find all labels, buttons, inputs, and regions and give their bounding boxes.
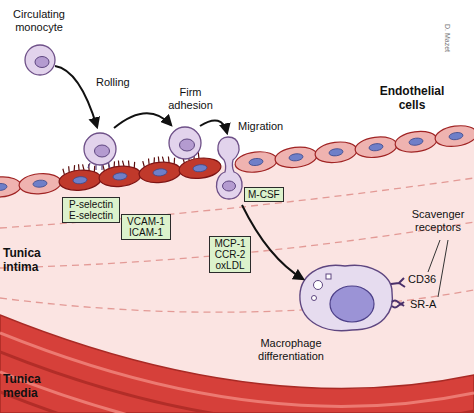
growth-factor-box: M-CSF [244,187,284,202]
cell-nucleus [330,286,374,322]
cell-body [169,127,201,159]
stage-label: Rolling [96,76,130,89]
circulating-monocyte [25,45,55,75]
adherent-monocyte [169,127,201,159]
cell-nucleus [73,176,88,184]
cell-body [234,150,278,175]
process-arrow [200,120,227,133]
cell-nucleus [249,158,264,167]
cell-body [58,168,102,192]
adhesion-molecule-box: P-selectin E-selectin [62,197,120,223]
cell-body [314,140,358,165]
cell-nucleus [33,180,48,188]
cell-body [274,145,318,170]
smooth-muscle-stripe [0,352,474,413]
endothelial-cell [18,172,62,196]
molecule-name: VCAM-1 ICAM-1 [125,216,167,238]
cell-nucleus [180,139,195,151]
cell-body [434,123,474,149]
vacuole [314,281,323,290]
cell-nucleus [0,183,7,191]
activated-endothelial-cell [137,154,181,184]
process-arrow [55,66,97,127]
endothelial-cell [434,123,474,149]
receptor-label: CD36 [408,273,436,286]
cell-nucleus [329,148,344,157]
adhesion-molecule-box: VCAM-1 ICAM-1 [121,214,171,240]
artist-signature: D. Mazet [443,24,452,52]
cell-nucleus [153,168,168,176]
elastic-lamina [0,290,474,312]
cell-body [25,45,55,75]
vacuole [326,274,331,279]
endothelium [0,117,474,198]
molecule-name: MCP-1 CCR-2 oxLDL [213,238,247,271]
chemokine-box: MCP-1 CCR-2 oxLDL [209,236,251,273]
cell-nucleus [223,181,236,191]
cell-nucleus [449,132,464,141]
leader-line [428,240,448,297]
endothelial-cell [234,150,278,175]
cell-nucleus [113,172,128,180]
intima-layer [0,133,474,413]
activated-endothelial-cell [58,162,102,192]
endothelial-cell [394,129,438,155]
layer-label: Tunica media [3,372,53,400]
macrophage [300,265,405,330]
layer-label: Tunica intima [3,246,53,274]
cell-body [178,156,222,180]
smooth-muscle-stripe [0,372,474,413]
cell-nucleus [289,153,304,162]
cell-body [0,175,22,198]
cd36-receptor [391,278,405,287]
endothelial-cell [0,175,22,198]
process-arrow [114,113,171,128]
vacuole [312,296,317,301]
migrating-monocyte [216,137,242,199]
cell-body [216,137,242,199]
molecule-name: M-CSF [248,189,280,200]
stage-label: Migration [238,120,283,133]
layer-label: Endothelial cells [376,84,448,112]
cell-body [84,133,116,165]
sr-a-receptor [392,301,404,308]
receptor-group-label: Scavenger receptors [406,208,470,234]
endothelial-cell [274,145,318,170]
molecule-name: P-selectin E-selectin [66,199,116,221]
cell-label: Circulating monocyte [2,8,76,34]
smooth-muscle-stripe [0,392,474,413]
cell-nucleus [35,57,49,68]
cell-body [354,135,398,160]
cell-body [18,172,62,196]
cell-nucleus [95,145,110,157]
endothelial-cell [354,135,398,160]
smooth-muscle-stripe [0,333,474,407]
cell-body [138,160,182,184]
endothelial-cell [314,140,358,165]
cell-nucleus [193,164,208,172]
stage-label: Firm adhesion [163,86,218,112]
cell-body [300,265,393,330]
cell-nucleus [409,137,424,146]
stage-label: Macrophage differentiation [250,337,332,363]
rolling-monocyte [84,133,116,170]
cell-nucleus [369,143,384,152]
cell-body [98,164,142,188]
cell-body [394,129,438,155]
receptor-label: SR-A [410,298,436,311]
process-arrow [242,205,303,279]
